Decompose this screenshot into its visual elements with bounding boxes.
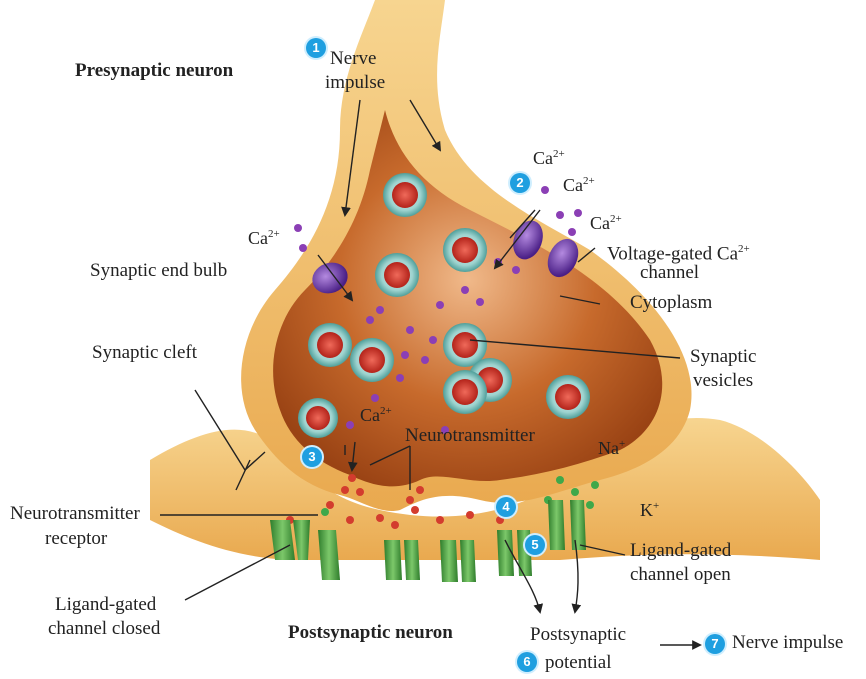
synaptic-cleft-label: Synaptic cleft bbox=[92, 342, 197, 364]
ca-top3-label: Ca2+ bbox=[590, 213, 622, 234]
nt-receptor-label-2: receptor bbox=[45, 528, 107, 550]
step-2-badge: 2 bbox=[510, 173, 530, 193]
neurotransmitter-label: Neurotransmitter bbox=[405, 425, 535, 447]
postsynaptic-potential-label-2: potential bbox=[545, 652, 611, 674]
step-6-badge: 6 bbox=[517, 652, 537, 672]
voltage-gated-label-2: channel bbox=[640, 262, 699, 284]
nerve-impulse-top-label-2: impulse bbox=[325, 72, 385, 94]
postsynaptic-neuron-label: Postsynaptic neuron bbox=[288, 622, 453, 644]
lg-open-label-2: channel open bbox=[630, 564, 731, 586]
lg-open-label-1: Ligand-gated bbox=[630, 540, 731, 562]
step-1-badge: 1 bbox=[306, 38, 326, 58]
ca-mid-label: Ca2+ bbox=[360, 405, 392, 426]
synaptic-vesicles-label-2: vesicles bbox=[693, 370, 753, 392]
synaptic-end-bulb-label: Synaptic end bulb bbox=[90, 260, 227, 282]
nt-receptor-label-1: Neurotransmitter bbox=[10, 503, 140, 525]
nerve-impulse-out-label: Nerve impulse bbox=[732, 632, 843, 654]
presynaptic-neuron-label: Presynaptic neuron bbox=[75, 60, 233, 82]
lg-closed-label-1: Ligand-gated bbox=[55, 594, 156, 616]
ca-top2-label: Ca2+ bbox=[563, 175, 595, 196]
nerve-impulse-top-label-1: Nerve bbox=[330, 48, 376, 70]
na-label: Na+ bbox=[598, 438, 625, 459]
synaptic-vesicles-label-1: Synaptic bbox=[690, 346, 757, 368]
lg-closed-label-2: channel closed bbox=[48, 618, 160, 640]
step-3-badge: 3 bbox=[302, 447, 322, 467]
postsynaptic-potential-label-1: Postsynaptic bbox=[530, 624, 626, 646]
cytoplasm-label: Cytoplasm bbox=[630, 292, 712, 314]
k-label: K+ bbox=[640, 500, 659, 521]
step-4-badge: 4 bbox=[496, 497, 516, 517]
ca-top1-label: Ca2+ bbox=[533, 148, 565, 169]
ca-left-label: Ca2+ bbox=[248, 228, 280, 249]
step-5-badge: 5 bbox=[525, 535, 545, 555]
step-7-badge: 7 bbox=[705, 634, 725, 654]
